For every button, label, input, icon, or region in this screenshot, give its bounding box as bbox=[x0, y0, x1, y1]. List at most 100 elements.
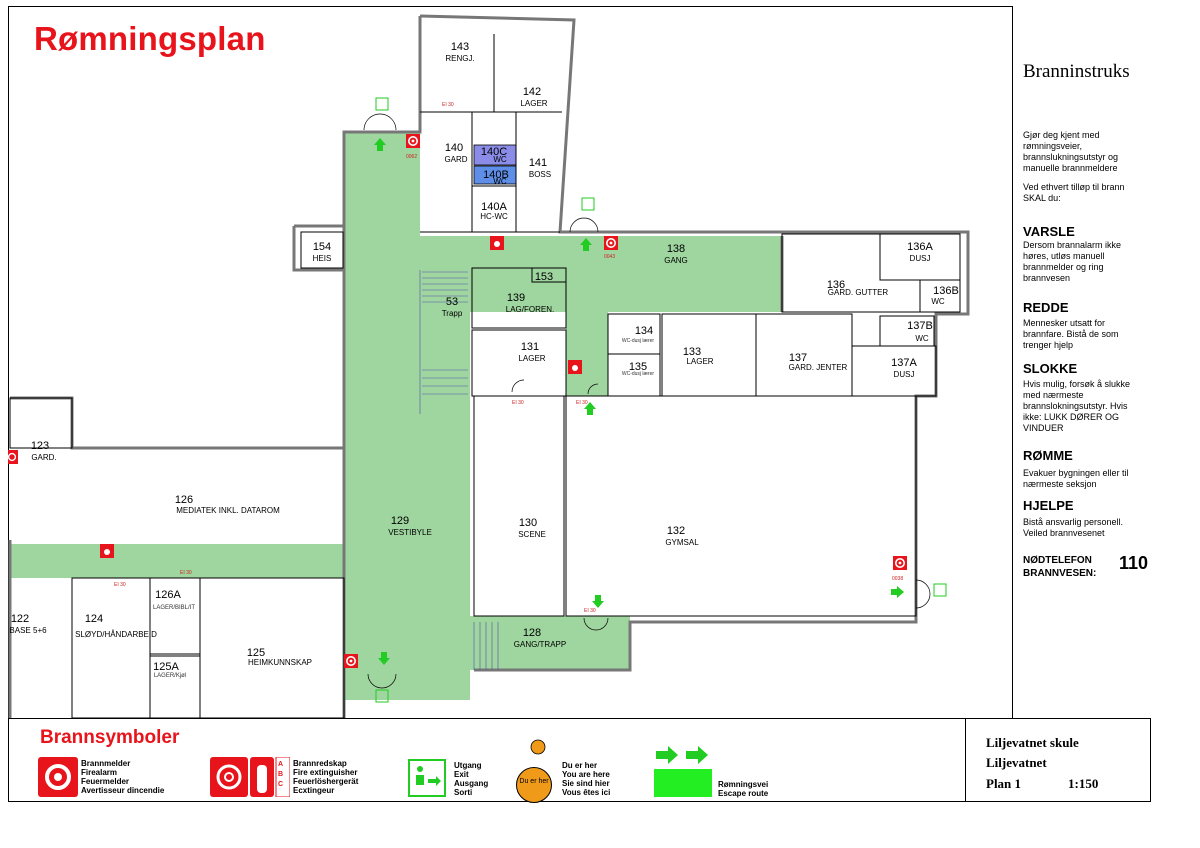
section-romme-head: RØMME bbox=[1023, 448, 1073, 463]
room-136b-name: WC bbox=[931, 297, 945, 306]
room-126a-name: LAGER/BIBL/IT bbox=[153, 605, 195, 611]
room-128-number: 128 bbox=[523, 627, 541, 639]
room-140c-name: WC bbox=[493, 155, 507, 164]
code-0043: 0043 bbox=[604, 254, 615, 260]
legend: Brannsymboler Brannmelder Firealarm Feue… bbox=[8, 718, 965, 803]
emergency-label: NØDTELEFON BRANNVESEN: bbox=[1023, 554, 1096, 580]
fire-alarm-icons bbox=[7, 134, 907, 668]
escape-arrows-legend-icon bbox=[656, 746, 708, 764]
legend-abc: A B C bbox=[278, 760, 283, 790]
code-ei30-6: EI 30 bbox=[584, 608, 596, 614]
legend-skap-1: Fire extinguisher bbox=[293, 768, 358, 777]
room-136a-name: DUSJ bbox=[910, 254, 931, 263]
panel-intro: Gjør deg kjent med rømningsveier, branns… bbox=[1023, 130, 1119, 173]
section-varsle-head: VARSLE bbox=[1023, 224, 1075, 239]
extinguisher-icons bbox=[100, 236, 582, 558]
floor-plan: 143 RENGJ. 142 LAGER 140 GARD 140C WC 14… bbox=[7, 14, 970, 718]
extinguisher-icon bbox=[100, 544, 114, 558]
room-140b-number: 140B bbox=[483, 169, 509, 181]
exit-sign-icon bbox=[375, 97, 389, 111]
room-141-number: 141 bbox=[529, 157, 547, 169]
arrow-up-icon bbox=[584, 402, 596, 415]
room-139-name: LAG/FOREN. bbox=[506, 305, 554, 314]
room-135-number: 135 bbox=[629, 361, 647, 373]
room-126-name: MEDIATEK INKL. DATAROM bbox=[176, 506, 280, 515]
fire-codes: 0062 0043 0038 EI 30 EI 30 EI 30 EI 30 E… bbox=[114, 102, 903, 614]
extinguisher-legend-icon bbox=[210, 757, 290, 797]
exit-sign-icon bbox=[933, 583, 947, 597]
section-hjelpe-text: Bistå ansvarlig personell. Veiled brannv… bbox=[1023, 517, 1124, 538]
room-125-number: 125 bbox=[247, 647, 265, 659]
legend-du-3: Vous êtes ici bbox=[562, 788, 611, 797]
fire-alarm-legend-icon bbox=[38, 757, 78, 797]
legend-utgang-text: Utgang Exit Ausgang Sorti bbox=[454, 761, 488, 797]
room-140-name: GARD bbox=[444, 155, 467, 164]
room-137a-name: DUSJ bbox=[894, 370, 915, 379]
fire-alarm-icon bbox=[7, 450, 18, 464]
room-137-name: GARD. JENTER bbox=[789, 363, 848, 372]
section-slokke-head: SLOKKE bbox=[1023, 361, 1078, 376]
escape-route-areas bbox=[10, 132, 782, 700]
code-ei30-3: EI 30 bbox=[576, 400, 588, 406]
room-140-number: 140 bbox=[445, 142, 463, 154]
room-129-number: 129 bbox=[391, 515, 409, 527]
room-139-number: 139 bbox=[507, 292, 525, 304]
code-ei30-2: EI 30 bbox=[512, 400, 524, 406]
code-0062: 0062 bbox=[406, 154, 417, 160]
plan-number: Plan 1 bbox=[986, 776, 1022, 791]
escape-route-swatch bbox=[654, 769, 712, 797]
legend-melder-3: Avertisseur dincendie bbox=[81, 786, 165, 795]
school-name: Liljevatnet skule bbox=[986, 735, 1079, 750]
emergency-number: 110 bbox=[1119, 553, 1149, 573]
room-143-number: 143 bbox=[451, 41, 469, 53]
legend-skap-text: Brannredskap Fire extinguisher Feuerlösh… bbox=[293, 759, 358, 795]
room-154-number: 154 bbox=[313, 241, 331, 253]
extinguisher-icon bbox=[490, 236, 504, 250]
code-ei30-5: EI 30 bbox=[180, 570, 192, 576]
escape-arrows bbox=[374, 138, 904, 665]
room-134-number: 134 bbox=[635, 325, 653, 337]
room-124-number: 124 bbox=[85, 613, 103, 625]
room-137a-number: 137A bbox=[891, 357, 917, 369]
panel-heading: Branninstruks bbox=[1023, 61, 1130, 82]
room-136-number: 136 bbox=[827, 279, 845, 291]
room-143-name: RENGJ. bbox=[445, 54, 474, 63]
arrow-right-icon bbox=[891, 586, 904, 598]
emergency-label-1: NØDTELEFON bbox=[1023, 555, 1092, 566]
room-122-number: 122 bbox=[11, 613, 29, 625]
extinguisher-icon bbox=[568, 360, 582, 374]
legend-skap-0: Brannredskap bbox=[293, 759, 347, 768]
room-123-name: GARD. bbox=[31, 453, 56, 462]
room-140b-name: WC bbox=[493, 177, 507, 186]
legend-du-1: You are here bbox=[562, 770, 610, 779]
you-are-here-small-icon bbox=[530, 739, 546, 755]
legend-melder-0: Brannmelder bbox=[81, 759, 131, 768]
legend-skap-2: Feuerlöshergerät bbox=[293, 777, 359, 786]
code-ei30-1: EI 30 bbox=[442, 102, 454, 108]
room-53-name: Trapp bbox=[442, 309, 463, 318]
legend-du-2: Sie sind hier bbox=[562, 779, 610, 788]
room-123-number: 123 bbox=[31, 440, 49, 452]
room-134-name: WC-dusj lærer bbox=[622, 338, 655, 344]
page-title: Rømningsplan bbox=[34, 20, 266, 57]
room-125a-name: LAGER/Kjøl bbox=[154, 673, 186, 679]
room-140a-number: 140A bbox=[481, 201, 507, 213]
legend-rvei-1: Escape route bbox=[718, 789, 769, 798]
room-130-number: 130 bbox=[519, 517, 537, 529]
room-135-name: WC-dusj lærer bbox=[622, 371, 655, 377]
legend-title: Brannsymboler bbox=[40, 727, 180, 748]
arrow-down-icon bbox=[592, 595, 604, 608]
room-131-name: LAGER bbox=[518, 354, 545, 363]
exit-sign-icon bbox=[581, 197, 595, 211]
room-136a-number: 136A bbox=[907, 241, 933, 253]
interior-walls bbox=[9, 34, 961, 718]
room-126-number: 126 bbox=[175, 494, 193, 506]
legend-utgang-2: Ausgang bbox=[454, 779, 489, 788]
room-129-name: VESTIBYLE bbox=[388, 528, 432, 537]
room-153-number: 153 bbox=[535, 271, 553, 283]
emergency-label-2: BRANNVESEN: bbox=[1023, 568, 1097, 579]
section-redde-text: Mennesker utsatt for brannfare. Bistå de… bbox=[1023, 318, 1119, 350]
room-labels: 143 RENGJ. 142 LAGER 140 GARD 140C WC 14… bbox=[9, 41, 958, 679]
room-131-number: 131 bbox=[521, 341, 539, 353]
room-142-number: 142 bbox=[523, 86, 541, 98]
